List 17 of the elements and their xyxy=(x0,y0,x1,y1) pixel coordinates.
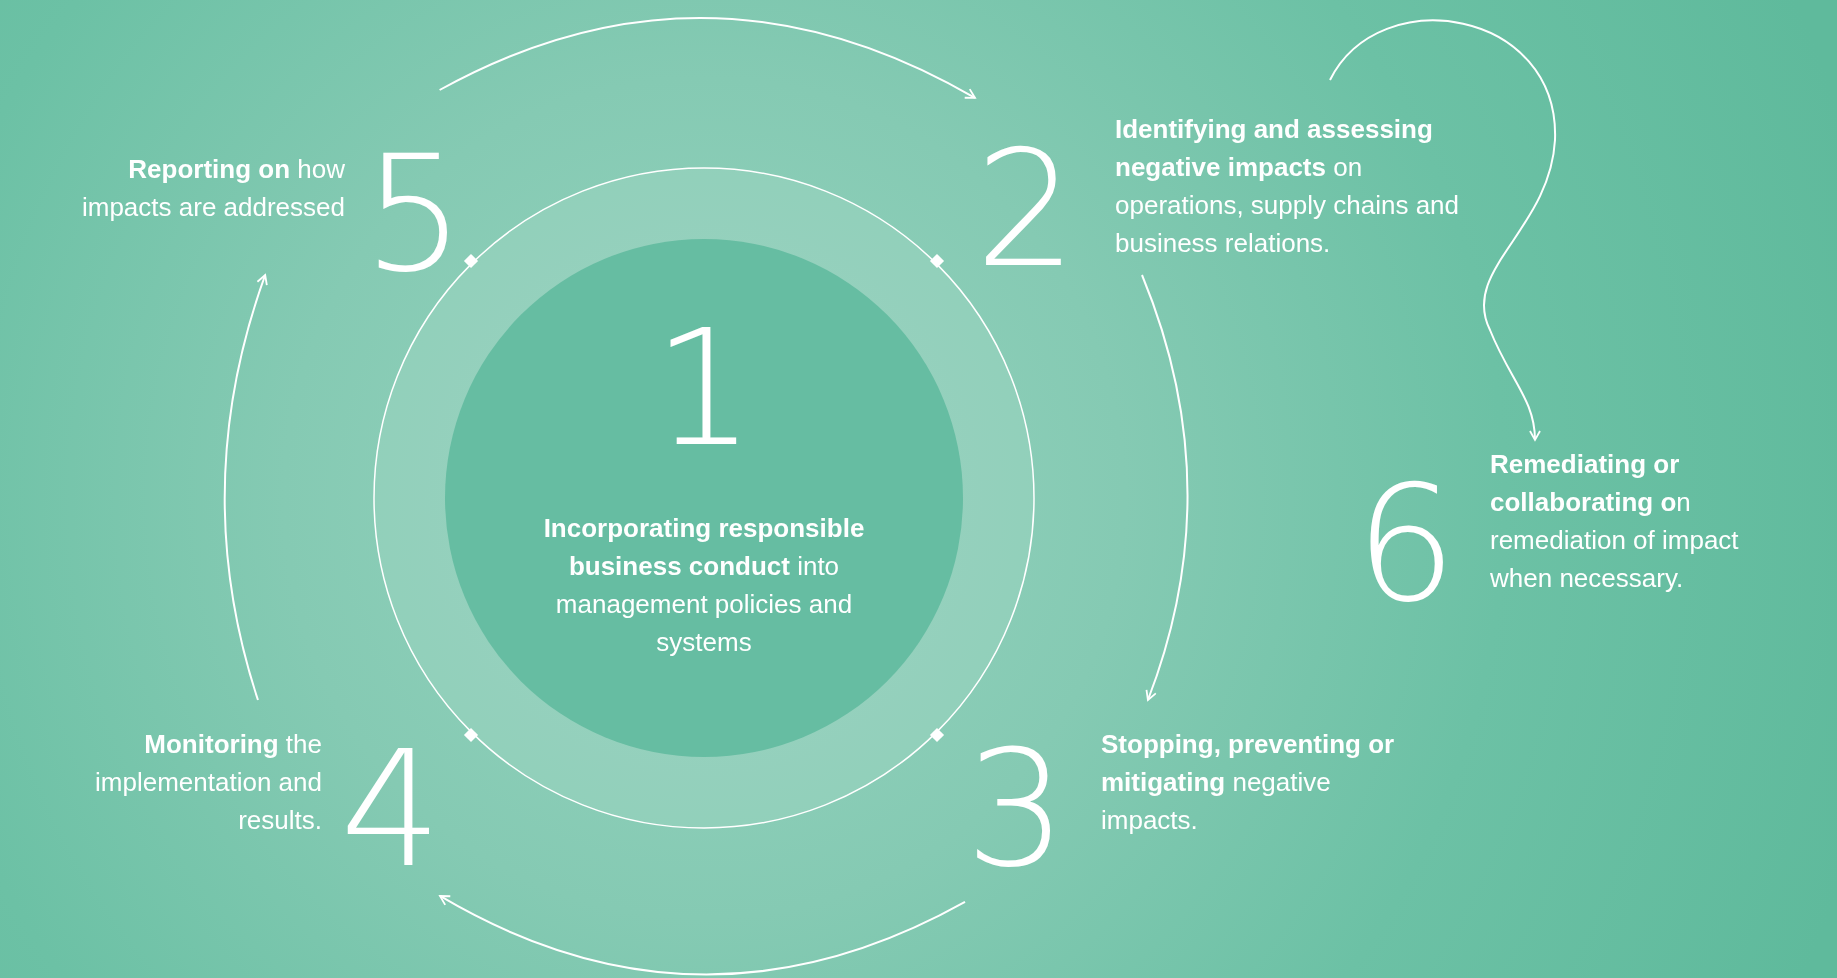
curved-arrow xyxy=(1141,274,1189,701)
step-number: 6 xyxy=(1355,465,1455,625)
step-description: Monitoring the implementation and results. xyxy=(94,728,322,837)
step-number: 3 xyxy=(965,730,1065,890)
curved-arrow xyxy=(223,274,268,701)
step-description: Remediating or collaborating on remediation of impact when necessary. xyxy=(1490,448,1740,595)
step-description: Stopping, preventing or mitigating negative impacts. xyxy=(1101,728,1396,837)
step-description: Reporting on how impacts are addressed xyxy=(80,153,345,224)
step-number: 1 xyxy=(652,309,756,469)
curved-arrow xyxy=(439,895,966,976)
step-description: Incorporating responsible business conduct into management policies and systems xyxy=(542,512,866,659)
step-number: 4 xyxy=(340,730,440,890)
step-number: 5 xyxy=(363,135,455,295)
step-description: Identifying and assessing negative impacts on operations, supply chains and business relations. xyxy=(1115,113,1460,260)
curved-arrow xyxy=(438,17,976,99)
step-number: 2 xyxy=(975,130,1075,290)
curly-arrow xyxy=(1329,19,1556,441)
